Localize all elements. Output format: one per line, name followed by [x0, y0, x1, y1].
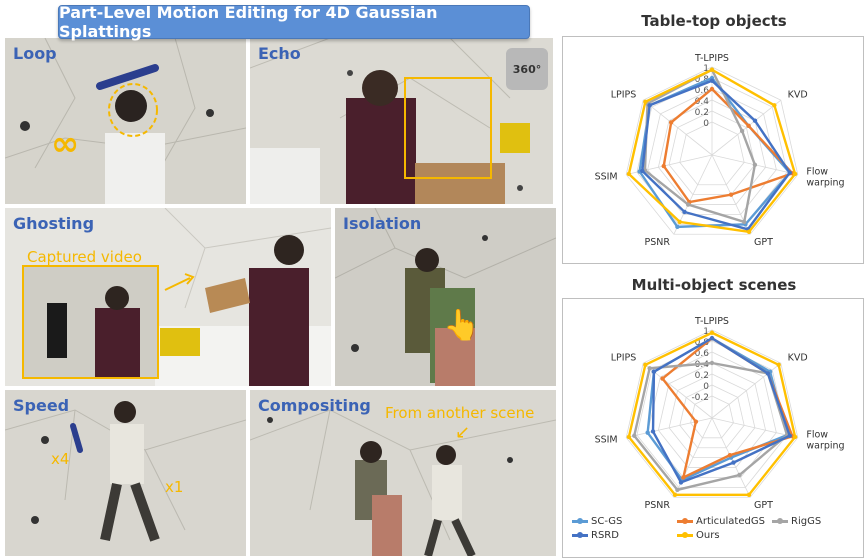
compositing-note: From another scene	[385, 404, 535, 422]
loop-panel: Loop ∞	[5, 38, 246, 204]
legend-item-1: ArticulatedGS	[677, 516, 765, 527]
chart2-title: Multi-object scenes	[631, 276, 797, 294]
legend-label: Ours	[696, 530, 720, 541]
isolation-scene-image	[335, 208, 556, 386]
legend-label: SC-GS	[591, 516, 623, 527]
legend-label: ArticulatedGS	[696, 516, 765, 527]
echo-panel: Echo	[250, 38, 553, 204]
legend-swatch	[772, 518, 788, 524]
view-360-icon[interactable]: 360°	[506, 48, 548, 90]
chart1-title: Table-top objects	[641, 12, 787, 30]
echo-scene-image	[250, 38, 553, 204]
legend-item-2: RigGS	[772, 516, 821, 527]
compositing-panel: Compositing From another scene ↙	[250, 390, 556, 556]
legend-label: RSRD	[591, 530, 619, 541]
speed-panel: Speed x4 x1	[5, 390, 246, 556]
loop-scene-image	[5, 38, 246, 204]
ghosting-label: Ghosting	[13, 214, 95, 233]
ghosting-scene-image	[5, 208, 331, 386]
speed-scene-image	[5, 390, 246, 556]
legend-swatch	[677, 532, 693, 538]
legend-item-0: SC-GS	[572, 516, 622, 527]
speed-x1-label: x1	[165, 478, 184, 496]
captured-video-note: Captured video	[27, 248, 142, 266]
legend-swatch	[572, 532, 588, 538]
compositing-scene-image	[250, 390, 556, 556]
compositing-arrow-icon: ↙	[455, 422, 471, 443]
isolation-label: Isolation	[343, 214, 422, 233]
speed-x4-label: x4	[51, 450, 70, 468]
ghosting-panel: Ghosting Captured video	[5, 208, 331, 386]
legend-item-4: Ours	[677, 530, 720, 541]
speed-label: Speed	[13, 396, 70, 415]
legend-swatch	[677, 518, 693, 524]
figure-banner-title: Part-Level Motion Editing for 4D Gaussia…	[58, 3, 530, 41]
pointing-hand-icon: 👆	[443, 308, 481, 343]
legend-item-3: RSRD	[572, 530, 619, 541]
compositing-label: Compositing	[258, 396, 371, 415]
chart1-frame	[562, 36, 864, 264]
loop-label: Loop	[13, 44, 57, 63]
isolation-panel: Isolation 👆	[335, 208, 556, 386]
legend-label: RigGS	[791, 516, 822, 527]
echo-label: Echo	[258, 44, 301, 63]
loop-infinity-icon: ∞	[51, 124, 80, 164]
legend-swatch	[572, 518, 588, 524]
